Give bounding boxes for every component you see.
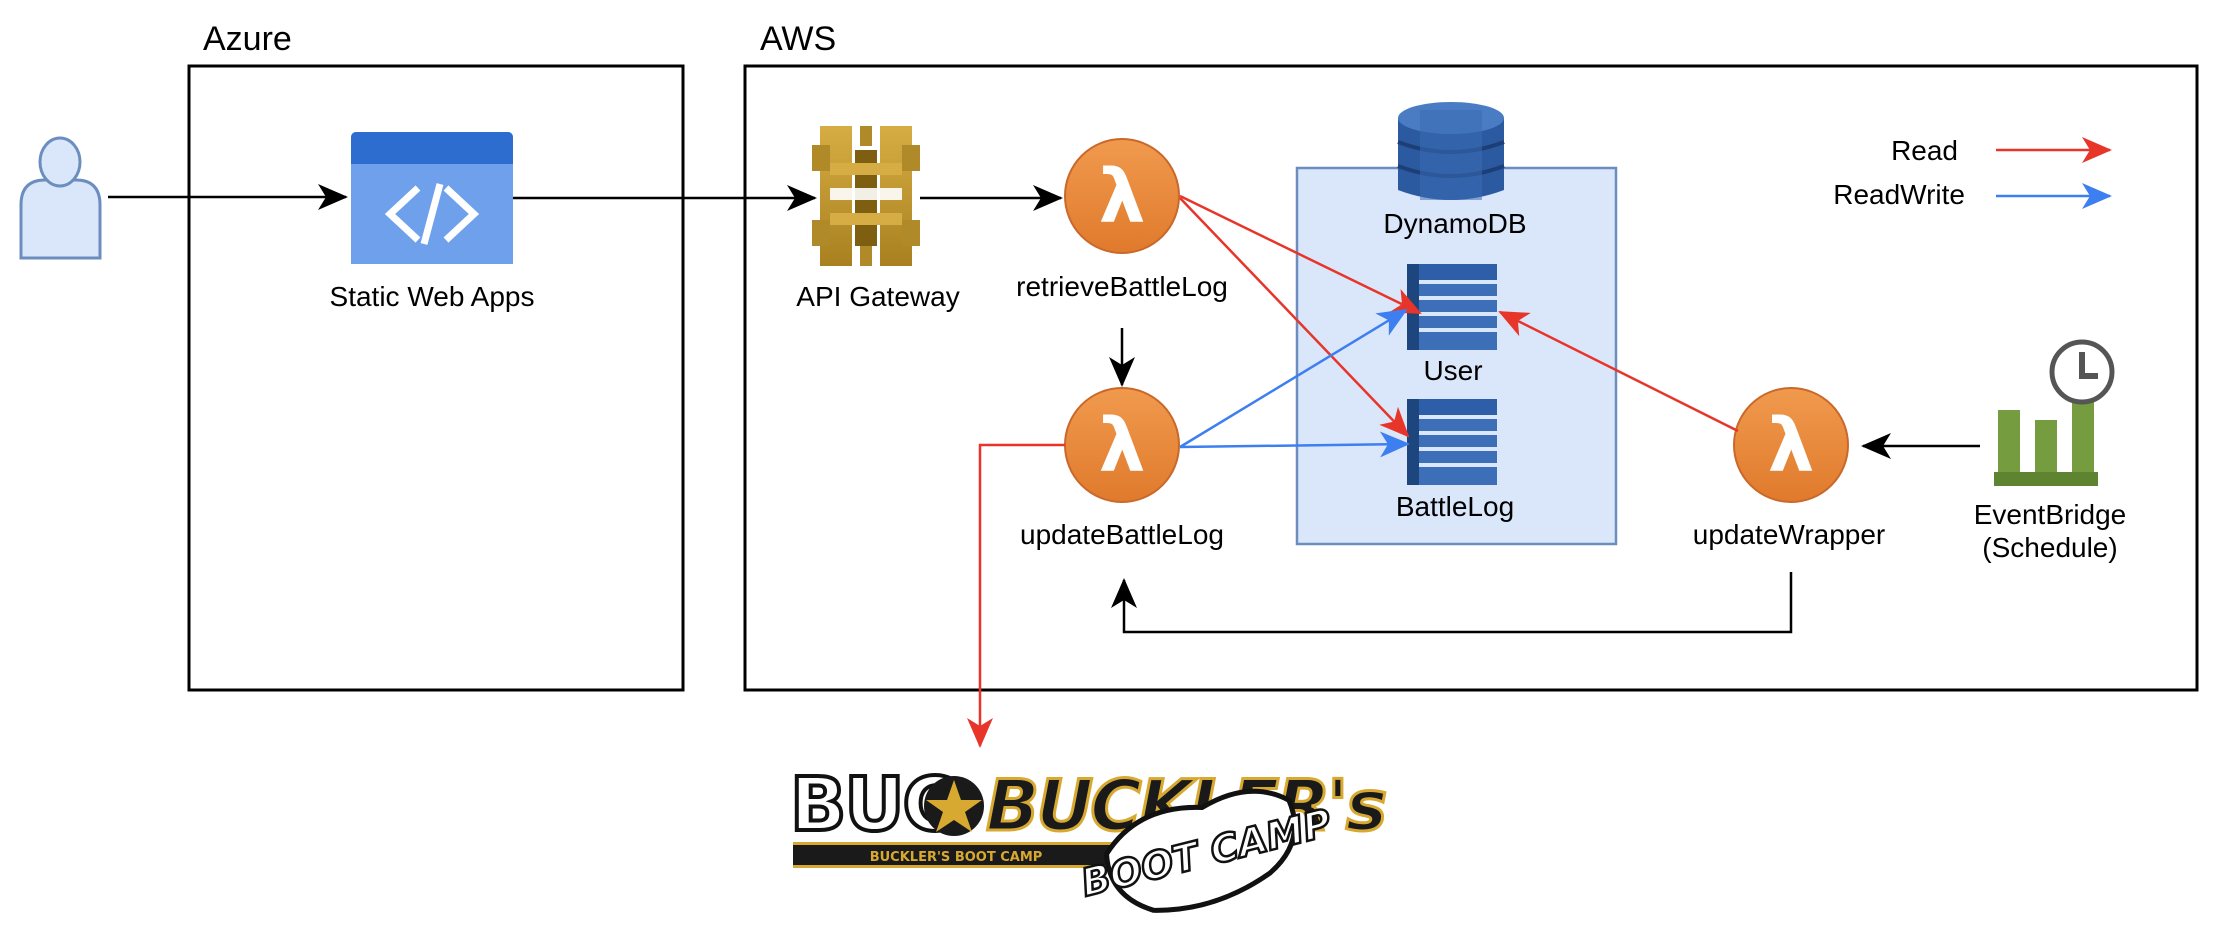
api-gateway-label: API Gateway [796, 281, 959, 312]
edge-update-rw-battlelog [1179, 431, 1410, 458]
dynamodb-node[interactable]: DynamoDB [1383, 102, 1527, 239]
static-web-apps-node[interactable]: Static Web Apps [330, 132, 535, 312]
edge-wrapper-to-update [1111, 572, 1793, 634]
edge-retrieve-read-user [1179, 194, 1422, 315]
dynamodb-icon [1397, 102, 1505, 200]
update-battle-log-label: updateBattleLog [1020, 519, 1224, 550]
svg-text:λ: λ [1099, 154, 1146, 240]
update-battle-log-node[interactable]: λ updateBattleLog [1020, 387, 1224, 550]
eventbridge-icon [1994, 339, 2115, 486]
dynamodb-label: DynamoDB [1383, 208, 1526, 239]
retrieve-battle-log-label: retrieveBattleLog [1016, 271, 1228, 302]
api-gateway-icon [812, 126, 920, 266]
aws-group: AWS [743, 20, 2199, 692]
legend: Read ReadWrite [1833, 135, 2112, 210]
eventbridge-node[interactable]: EventBridge (Schedule) [1974, 339, 2127, 563]
static-web-apps-label: Static Web Apps [330, 281, 535, 312]
edge-update-rw-user [1179, 308, 1408, 449]
table-icon [1407, 264, 1497, 350]
svg-text:λ: λ [1099, 403, 1146, 489]
update-wrapper-label: updateWrapper [1693, 519, 1886, 550]
azure-group: Azure [187, 20, 685, 692]
bucklers-boot-camp-logo: BUC BUCKLER's BUCKLER'S BOOT CAMP BOOT C… [788, 760, 1390, 913]
eventbridge-label-line1: EventBridge [1974, 499, 2127, 530]
edge-retrieve-read-battlelog [1179, 197, 1410, 438]
user-table-node[interactable]: User [1407, 264, 1497, 386]
azure-label: Azure [203, 20, 292, 58]
user-icon [19, 136, 102, 260]
lambda-icon: λ [1064, 138, 1180, 254]
api-gateway-node[interactable]: API Gateway [796, 126, 960, 312]
table-icon [1407, 399, 1497, 485]
aws-label: AWS [760, 20, 836, 58]
legend-read-label: Read [1891, 135, 1958, 166]
update-wrapper-node[interactable]: λ updateWrapper [1693, 387, 1886, 550]
logo-banner-text: BUCKLER'S BOOT CAMP [870, 850, 1043, 865]
eventbridge-label-line2: (Schedule) [1982, 532, 2117, 563]
battlelog-table-node[interactable]: BattleLog [1396, 399, 1514, 522]
static-web-apps-icon [351, 132, 513, 264]
battlelog-table-label: BattleLog [1396, 491, 1514, 522]
edge-wrapper-read-user [1498, 310, 1739, 433]
svg-text:λ: λ [1768, 403, 1815, 489]
user-table-label: User [1423, 355, 1482, 386]
legend-readwrite-label: ReadWrite [1833, 179, 1965, 210]
edge-update-to-buckler [967, 443, 1065, 748]
lambda-icon: λ [1064, 387, 1180, 503]
connectors [108, 184, 1980, 748]
retrieve-battle-log-node[interactable]: λ retrieveBattleLog [1016, 138, 1228, 302]
lambda-icon: λ [1733, 387, 1849, 503]
